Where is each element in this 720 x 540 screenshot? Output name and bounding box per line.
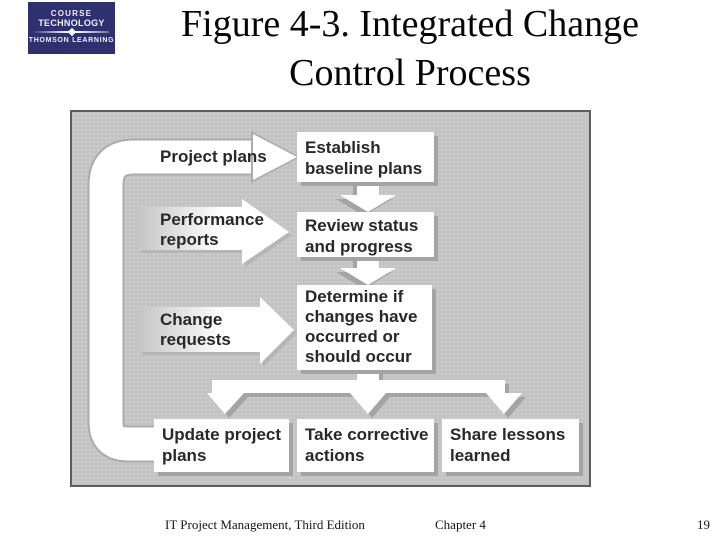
footer-page-number: 19	[697, 517, 710, 532]
logo-technology-text: TECHNOLOGY	[38, 18, 105, 28]
logo-course-text: COURSE	[50, 9, 93, 18]
distribution-connector	[207, 370, 522, 414]
arrow-label-change-requests: Change requests	[160, 310, 231, 349]
process-box-establish-baseline-plans: Establish baseline plans	[297, 132, 434, 182]
logo-thomson-text: THOMSON LEARNING	[28, 37, 115, 44]
process-box-determine-changes: Determine if changes have occurred or sh…	[297, 285, 432, 370]
down-arrow-2	[340, 257, 396, 285]
logo-divider	[34, 27, 109, 37]
slide-title: Figure 4-3. Integrated Change Control Pr…	[181, 3, 639, 94]
arrow-label-project-plans: Project plans	[160, 147, 267, 166]
process-box-update-project-plans: Update project plans	[154, 419, 289, 472]
down-arrow-1	[340, 182, 396, 212]
feedback-loop-arrow	[89, 140, 253, 461]
arrow-label-performance-reports: Performance reports	[160, 210, 264, 249]
flow-connectors	[87, 131, 526, 463]
footer-book-title: IT Project Management, Third Edition	[165, 517, 365, 532]
process-box-take-corrective-actions: Take corrective actions	[297, 419, 434, 472]
process-box-share-lessons-learned: Share lessons learned	[442, 419, 579, 472]
publisher-logo: COURSE TECHNOLOGY THOMSON LEARNING	[28, 2, 115, 54]
project-plans-arrowhead	[253, 134, 297, 180]
footer-chapter: Chapter 4	[435, 517, 486, 532]
logo-star-icon	[67, 27, 76, 37]
performance-arrow	[139, 199, 289, 264]
change-arrow	[139, 297, 294, 364]
process-box-review-status-progress: Review status and progress	[297, 212, 434, 257]
diagram-panel: Project plans Performance reports Change…	[70, 110, 591, 487]
